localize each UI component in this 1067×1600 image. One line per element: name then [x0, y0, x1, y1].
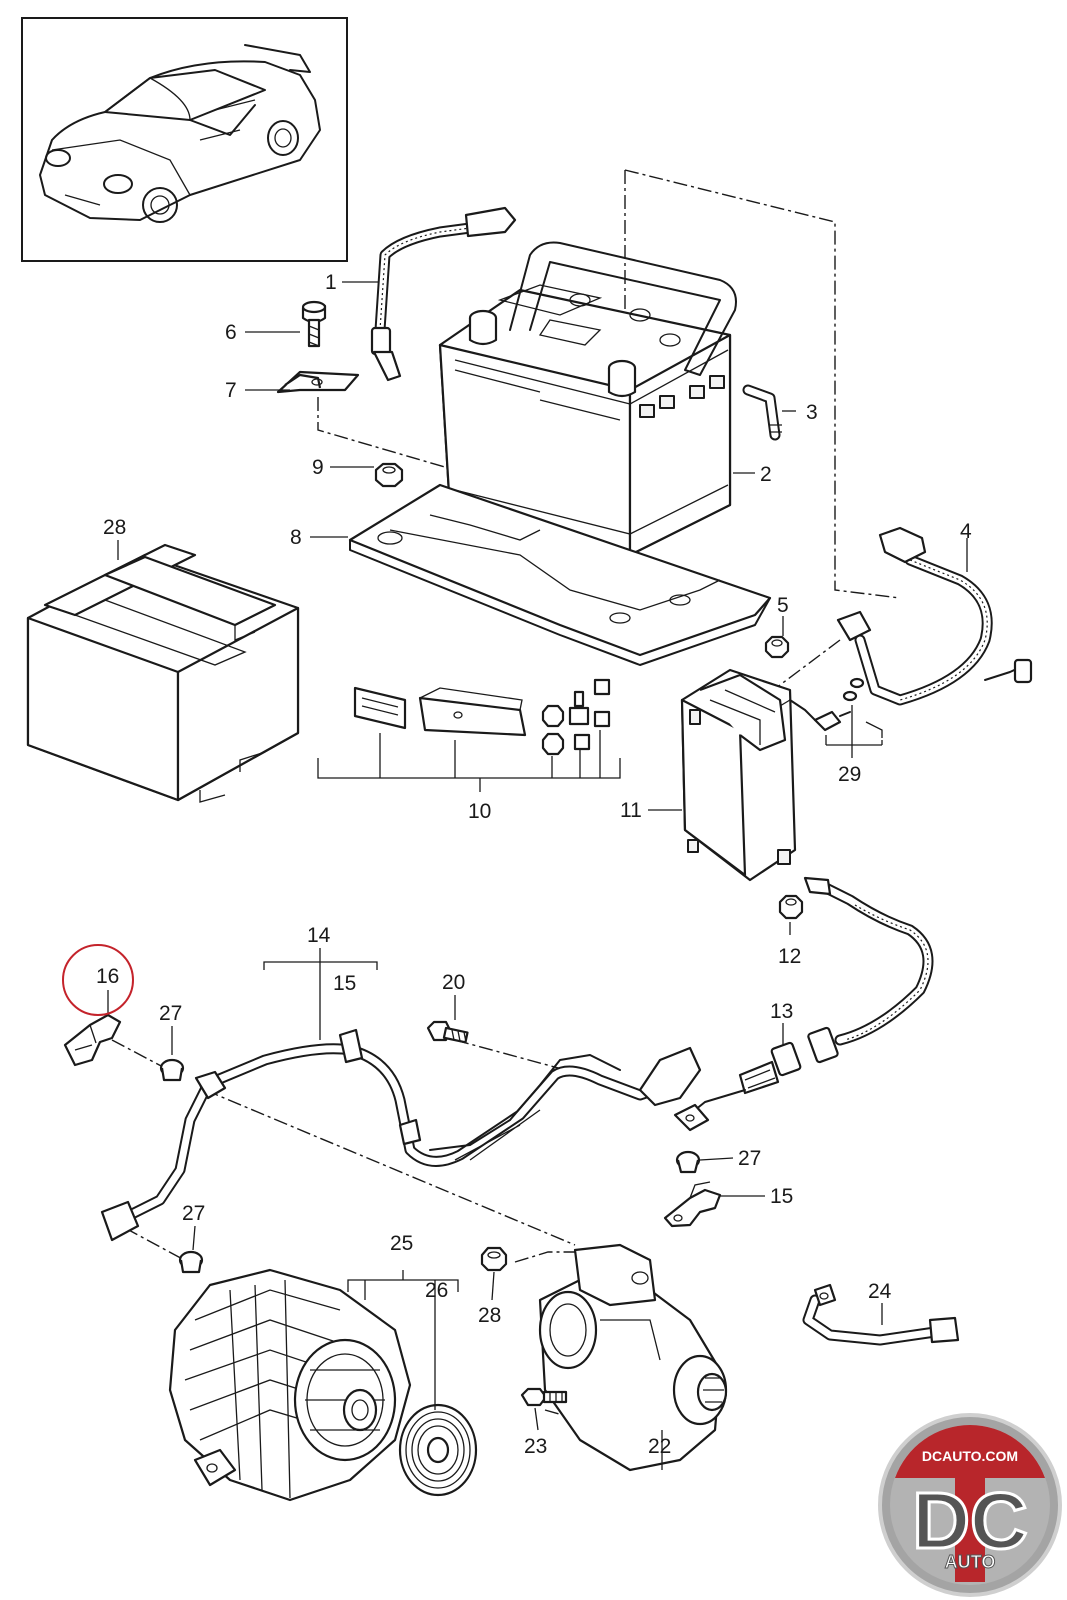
- part-27-grommet-right: [675, 1150, 701, 1174]
- part-16-clip: [63, 1013, 122, 1067]
- part-number-labels: 1 2 3 4 5 6 7 8 9 10 11 12 13 14 15 15 1…: [96, 271, 972, 1458]
- label-13: 13: [770, 1000, 793, 1023]
- part-12-nut: [778, 894, 804, 920]
- label-8: 8: [290, 526, 302, 549]
- label-9: 9: [312, 456, 324, 479]
- logo-site: DCAUTO.COM: [922, 1448, 1018, 1464]
- leader-lines: [107, 281, 968, 1470]
- label-14: 14: [307, 924, 331, 947]
- logo-mark: DC: [912, 1476, 1028, 1565]
- label-4: 4: [960, 520, 972, 543]
- label-25: 25: [390, 1232, 413, 1255]
- part-1-battery-cable: [370, 206, 517, 382]
- part-22-starter: [538, 1243, 728, 1472]
- part-27-grommet-lower: [178, 1250, 204, 1274]
- part-10-small-parts-kit: [317, 678, 621, 792]
- part-28-battery-cover: [26, 543, 300, 803]
- part-28-nut: [480, 1246, 508, 1272]
- highlight-circle: [62, 944, 134, 1016]
- label-23: 23: [524, 1435, 547, 1458]
- label-24: 24: [868, 1280, 892, 1303]
- part-25-alternator: [168, 1268, 412, 1502]
- part-23-bolt: [520, 1387, 568, 1407]
- part-9-nut: [374, 462, 404, 488]
- label-6: 6: [225, 321, 237, 344]
- part-2-battery: [438, 241, 737, 557]
- part-29-connector-set: [813, 677, 883, 758]
- part-25-26-bracket: [347, 1270, 459, 1410]
- label-7: 7: [225, 379, 237, 402]
- label-2: 2: [760, 463, 772, 486]
- part-8-battery-tray: [348, 483, 772, 666]
- label-15-right: 15: [770, 1185, 793, 1208]
- car-thumbnail: [21, 17, 348, 262]
- part-6-bolt: [301, 300, 327, 348]
- part-24-ground-strap: [802, 1283, 960, 1346]
- part-14-wiring-harness: [100, 1028, 702, 1242]
- label-11: 11: [620, 799, 642, 822]
- label-27-lower: 27: [182, 1202, 205, 1225]
- assembly-lines: [111, 169, 901, 1421]
- label-3: 3: [806, 401, 818, 424]
- label-10: 10: [468, 800, 491, 823]
- part-4-battery-cable: [836, 526, 1033, 706]
- label-20: 20: [442, 971, 465, 994]
- label-27-upper: 27: [159, 1002, 182, 1025]
- dcauto-logo: DCAUTO.COM DC AUTO: [878, 1413, 1062, 1597]
- label-22: 22: [648, 1435, 671, 1458]
- part-20-bolt: [426, 1020, 469, 1044]
- part-7-clamp: [276, 370, 360, 394]
- label-28-cover: 28: [103, 516, 126, 539]
- label-15-top: 15: [333, 972, 356, 995]
- part-13-ground-cable: [673, 876, 934, 1132]
- logo-word: AUTO: [945, 1552, 996, 1572]
- part-11-control-unit: [680, 668, 816, 882]
- label-1: 1: [325, 271, 337, 294]
- label-12: 12: [778, 945, 801, 968]
- part-15-clip-right: [663, 1181, 722, 1228]
- part-3-vent-elbow: [742, 384, 782, 441]
- label-27-right: 27: [738, 1147, 761, 1170]
- label-28-nut: 28: [478, 1304, 501, 1327]
- label-16: 16: [96, 965, 119, 988]
- part-27-grommet-upper: [159, 1058, 185, 1082]
- label-5: 5: [777, 594, 789, 617]
- label-29: 29: [838, 763, 861, 786]
- label-26: 26: [425, 1279, 448, 1302]
- part-5-nut: [764, 635, 790, 659]
- part-26-pulley: [398, 1403, 478, 1497]
